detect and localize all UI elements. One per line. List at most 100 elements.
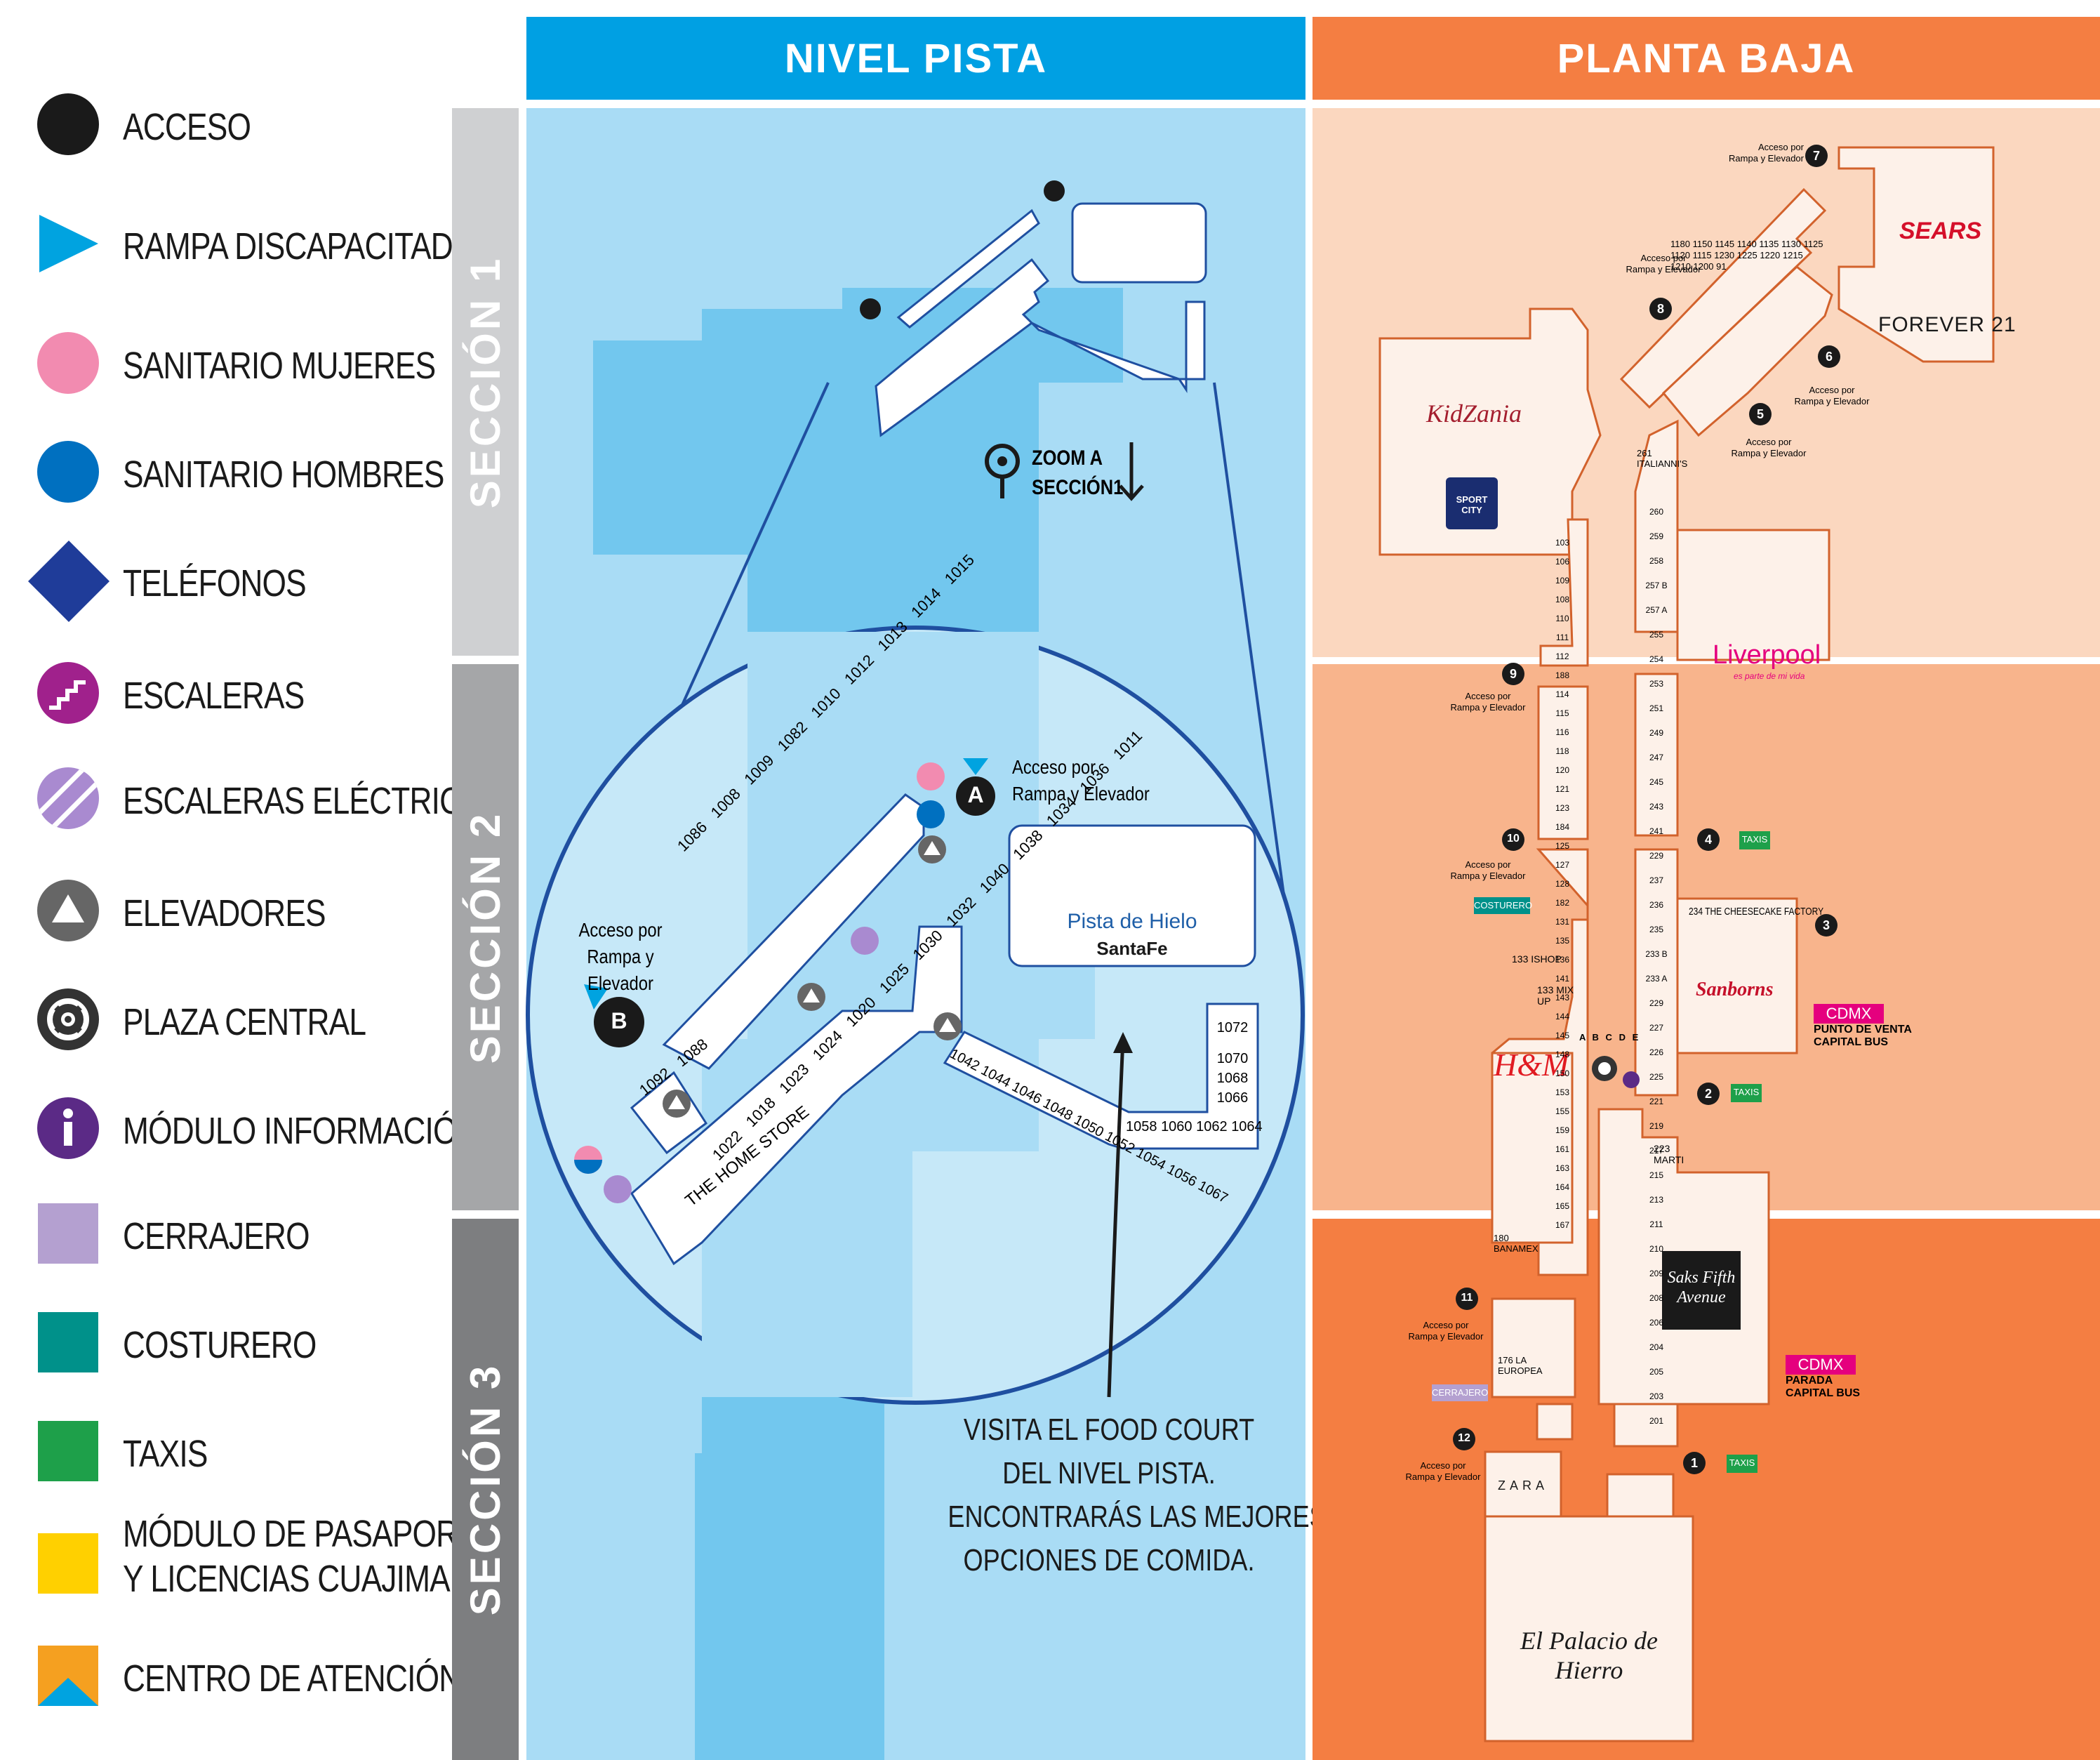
liverpool-tagline: es parte de mi vida	[1734, 671, 1805, 681]
legend-item-sanitario-hombres: SANITARIO HOMBRES	[0, 440, 449, 510]
cdmx-badge-1: CDMX PUNTO DE VENTA CAPITAL BUS	[1814, 1005, 1912, 1048]
service-center-icon	[38, 1646, 98, 1706]
section-label: SECCIÓN 1	[462, 256, 510, 508]
anchor-liverpool: Liverpool	[1713, 640, 1821, 670]
anchor-palacio-de-hierro: El Palacio de Hierro	[1520, 1627, 1658, 1684]
store-marti: 223 MARTI	[1654, 1143, 1684, 1165]
legend-label: MÓDULO INFORMACIÓN	[123, 1110, 479, 1152]
legend-item-telefonos: TELÉFONOS	[0, 541, 449, 622]
legend-item-elevadores: ELEVADORES	[0, 879, 449, 949]
anchor-sanborns: Sanborns	[1696, 979, 1774, 1000]
store-italiannis: 261 ITALIANNI'S	[1637, 448, 1688, 469]
taxi-tag-4: TAXIS	[1741, 834, 1768, 845]
access-a-note: Acceso por Rampa y Elevador	[1012, 756, 1150, 805]
store-list-right: 1072 1070 1068 1066	[1216, 1020, 1249, 1106]
access-10: 10	[1507, 833, 1520, 845]
legend-label: SANITARIO HOMBRES	[123, 454, 444, 496]
legend-item-plaza-central: PLAZA CENTRAL	[0, 988, 449, 1058]
taxi-tag-2: TAXIS	[1733, 1087, 1760, 1097]
food-court-note: VISITA EL FOOD COURT DEL NIVEL PISTA. EN…	[948, 1412, 1327, 1577]
cdmx-badge-2: CDMX PARADA CAPITAL BUS	[1786, 1356, 1861, 1399]
legend-label: CENTRO DE ATENCIÓN	[123, 1658, 461, 1700]
access-5: 5	[1756, 407, 1764, 421]
legend-item-costurero: COSTURERO	[0, 1311, 449, 1381]
access-note-11: Acceso por Rampa y Elevador	[1408, 1320, 1484, 1342]
elevator-icon	[37, 880, 99, 941]
access-12: 12	[1458, 1432, 1470, 1444]
store-la-europea: 176 LA EUROPEA	[1498, 1355, 1543, 1376]
womens-restroom-icon	[37, 332, 99, 394]
store-ishop: 133 ISHOP	[1512, 953, 1562, 965]
taxi-tag-1: TAXIS	[1729, 1457, 1755, 1468]
legend-item-rampa: RAMPA DISCAPACITADOS	[0, 212, 497, 282]
access-b-label: B	[611, 1008, 627, 1033]
passport-square-icon	[38, 1533, 98, 1594]
access-note-7: Acceso por Rampa y Elevador	[1729, 142, 1804, 164]
access-note-8: Acceso por Rampa y Elevador	[1626, 253, 1701, 274]
access-11: 11	[1461, 1292, 1473, 1304]
legend-item-pasaportes: MÓDULO DE PASAPORTES Y LICENCIAS CUAJIMA…	[0, 1513, 517, 1629]
section-label: SECCIÓN 2	[462, 811, 510, 1064]
rink-name: Pista de Hielo	[1067, 910, 1197, 933]
access-note-10: Acceso por Rampa y Elevador	[1450, 859, 1526, 881]
section-bar-2: SECCIÓN 2	[452, 664, 519, 1210]
zoom-label: ZOOM A SECCIÓN1	[1032, 446, 1124, 499]
legend-label: CERRAJERO	[123, 1215, 310, 1257]
store-banamex: 180 BANAMEX	[1494, 1233, 1539, 1254]
anchor-forever-21: FOREVER 21	[1878, 313, 2016, 336]
legend-label: ESCALERAS ELÉCTRICAS	[123, 780, 503, 822]
store-list-upper: 1086 1008 1009 1082 1010 1012 1013 1014 …	[674, 550, 978, 855]
stairs-icon	[37, 662, 99, 724]
store-list-right-column: 260 259 258 257 B 257 A 255 254 253 251 …	[1645, 507, 1668, 1426]
legend-label: ESCALERAS	[123, 675, 305, 717]
legend-label: SANITARIO MUJERES	[123, 345, 436, 387]
legend-label-line2: Y LICENCIAS CUAJIMALPA	[123, 1558, 505, 1600]
legend-item-escaleras-electricas: ESCALERAS ELÉCTRICAS	[0, 767, 503, 837]
legend-label: ELEVADORES	[123, 892, 326, 934]
legend-label: MÓDULO DE PASAPORTES	[123, 1513, 517, 1555]
legend-label: PLAZA CENTRAL	[123, 1001, 366, 1043]
legend-label: TELÉFONOS	[123, 562, 307, 604]
rink-brand: SantaFe	[1096, 938, 1168, 959]
taxi-square-icon	[38, 1421, 98, 1481]
legend-item-modulo-informacion: MÓDULO INFORMACIÓN	[0, 1097, 479, 1167]
access-note-5: Acceso por Rampa y Elevador	[1731, 437, 1807, 458]
corner-letters: A B C D E	[1579, 1032, 1639, 1043]
anchor-kidzania: KidZania	[1426, 399, 1522, 428]
legend-item-escaleras: ESCALERAS	[0, 661, 449, 732]
access-a-label: A	[967, 782, 984, 807]
section-label: SECCIÓN 3	[462, 1363, 510, 1616]
legend-item-centro-atencion: CENTRO DE ATENCIÓN	[0, 1644, 461, 1714]
cerrajero-tag: CERRAJERO	[1432, 1387, 1489, 1398]
costurero-tag: COSTURERO	[1474, 900, 1533, 911]
legend: ACCESO RAMPA DISCAPACITADOS SANITARIO MU…	[0, 0, 517, 1760]
anchor-hm: H&M	[1494, 1047, 1569, 1083]
access-3: 3	[1822, 918, 1830, 932]
ramp-triangle-icon	[39, 215, 98, 272]
access-8: 8	[1656, 302, 1664, 316]
legend-item-cerrajero: CERRAJERO	[0, 1202, 449, 1272]
info-icon	[37, 1097, 99, 1159]
legend-label: ACCESO	[123, 106, 251, 148]
escalator-icon	[37, 767, 99, 829]
store-list-top-corridor: 1180 1150 1145 1140 1135 1130 1125 1120 …	[1670, 239, 1823, 272]
plaza-central-icon	[37, 988, 99, 1050]
anchor-saks: Saks Fifth Avenue	[1667, 1269, 1736, 1306]
section-bar-1: SECCIÓN 1	[452, 108, 519, 656]
locksmith-square-icon	[38, 1203, 98, 1264]
legend-item-acceso: ACCESO	[0, 93, 449, 163]
header-planta-baja: PLANTA BAJA	[1312, 17, 2100, 100]
tailor-square-icon	[38, 1312, 98, 1372]
mens-restroom-icon	[37, 441, 99, 503]
mini-map	[860, 180, 1207, 437]
access-9: 9	[1509, 667, 1517, 681]
anchor-zara: ZARA	[1497, 1478, 1548, 1493]
anchor-sears: SEARS	[1899, 218, 1982, 244]
legend-label: COSTURERO	[123, 1324, 317, 1366]
access-7: 7	[1812, 149, 1820, 163]
access-note-12: Acceso por Rampa y Elevador	[1405, 1460, 1481, 1482]
phone-diamond-icon	[28, 541, 109, 622]
access-4: 4	[1704, 833, 1712, 847]
access-1: 1	[1690, 1456, 1698, 1470]
access-b-note: Acceso por Rampa y Elevador	[578, 919, 663, 994]
